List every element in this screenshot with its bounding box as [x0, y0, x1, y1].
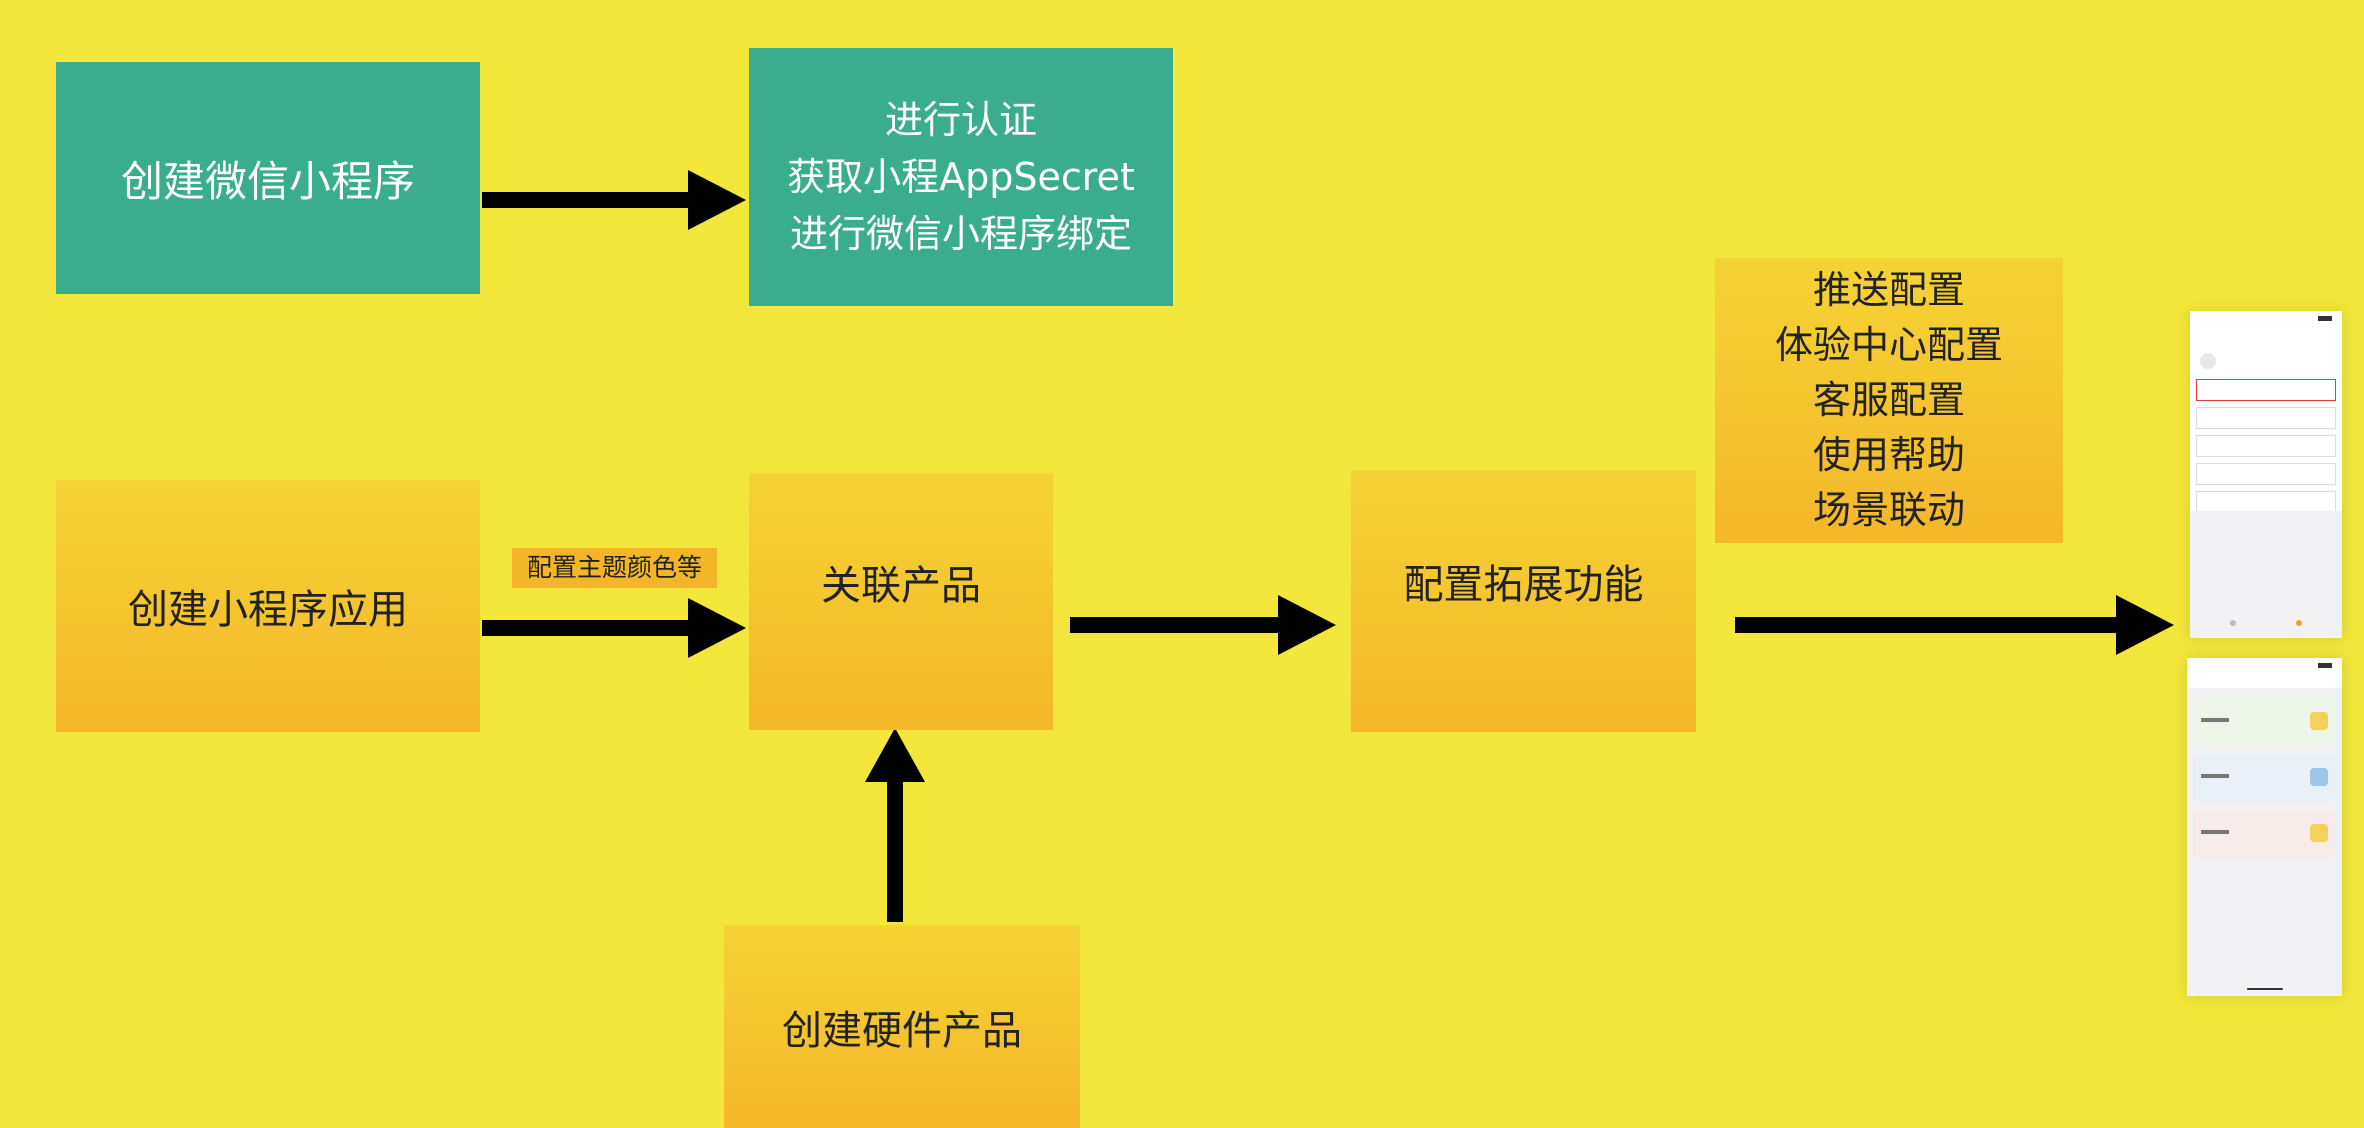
node-label: 创建硬件产品 [782, 1007, 1022, 1054]
battery-icon [2318, 663, 2332, 668]
phone-status-bar [2190, 311, 2342, 325]
list-item [2193, 754, 2336, 802]
arrow-ext-to-phones [1735, 595, 2174, 655]
auth-line-3: 进行微信小程序绑定 [789, 211, 1132, 256]
phone-status-bar [2187, 658, 2342, 672]
tab-icon [2230, 620, 2236, 626]
card-text [2201, 718, 2229, 722]
battery-icon [2318, 316, 2332, 321]
node-label: 配置拓展功能 [1403, 562, 1644, 608]
auth-line-1: 进行认证 [884, 97, 1037, 142]
card-text [2201, 774, 2229, 778]
node-label: 创建微信小程序 [120, 156, 415, 206]
card-text [2201, 830, 2229, 834]
card-icon [2310, 712, 2328, 730]
home-indicator [2247, 988, 2283, 990]
list-item [2196, 491, 2336, 513]
list-item [2193, 810, 2336, 858]
node-create-app: 创建小程序应用 [56, 480, 480, 732]
list-item [2196, 435, 2336, 457]
ext-item-1: 推送配置 [1812, 268, 1965, 312]
list-item [2196, 407, 2336, 429]
node-create-hardware: 创建硬件产品 [724, 925, 1080, 1128]
node-auth: 进行认证 获取小程AppSecret 进行微信小程序绑定 [749, 48, 1173, 306]
auth-line-2: 获取小程AppSecret [787, 154, 1135, 199]
node-link-product: 关联产品 [749, 473, 1053, 730]
list-item [2193, 698, 2336, 746]
ext-item-5: 场景联动 [1812, 488, 1965, 532]
ext-item-2: 体验中心配置 [1774, 323, 2003, 367]
tab-icon [2296, 620, 2302, 626]
node-create-wx-miniprogram: 创建微信小程序 [56, 62, 480, 294]
phone-screenshot-settings [2190, 311, 2342, 638]
avatar [2200, 353, 2216, 369]
ext-item-3: 客服配置 [1812, 378, 1965, 422]
card-icon [2310, 824, 2328, 842]
arrow-create-to-auth [482, 170, 746, 230]
edge-label-theme: 配置主题颜色等 [512, 548, 717, 588]
arrow-link-to-ext [1070, 595, 1336, 655]
phone-screenshot-help [2187, 658, 2342, 996]
list-item [2196, 379, 2336, 401]
arrow-hw-to-link [865, 728, 925, 922]
card-icon [2310, 768, 2328, 786]
node-label: 创建小程序应用 [128, 587, 408, 633]
node-label: 关联产品 [821, 562, 981, 609]
arrow-app-to-link [482, 598, 746, 658]
ext-item-4: 使用帮助 [1812, 433, 1965, 477]
list-item [2196, 463, 2336, 485]
node-extensions: 配置拓展功能 [1351, 470, 1696, 732]
node-extension-list: 推送配置 体验中心配置 客服配置 使用帮助 场景联动 [1715, 258, 2063, 543]
phone-empty-area [2190, 511, 2342, 638]
